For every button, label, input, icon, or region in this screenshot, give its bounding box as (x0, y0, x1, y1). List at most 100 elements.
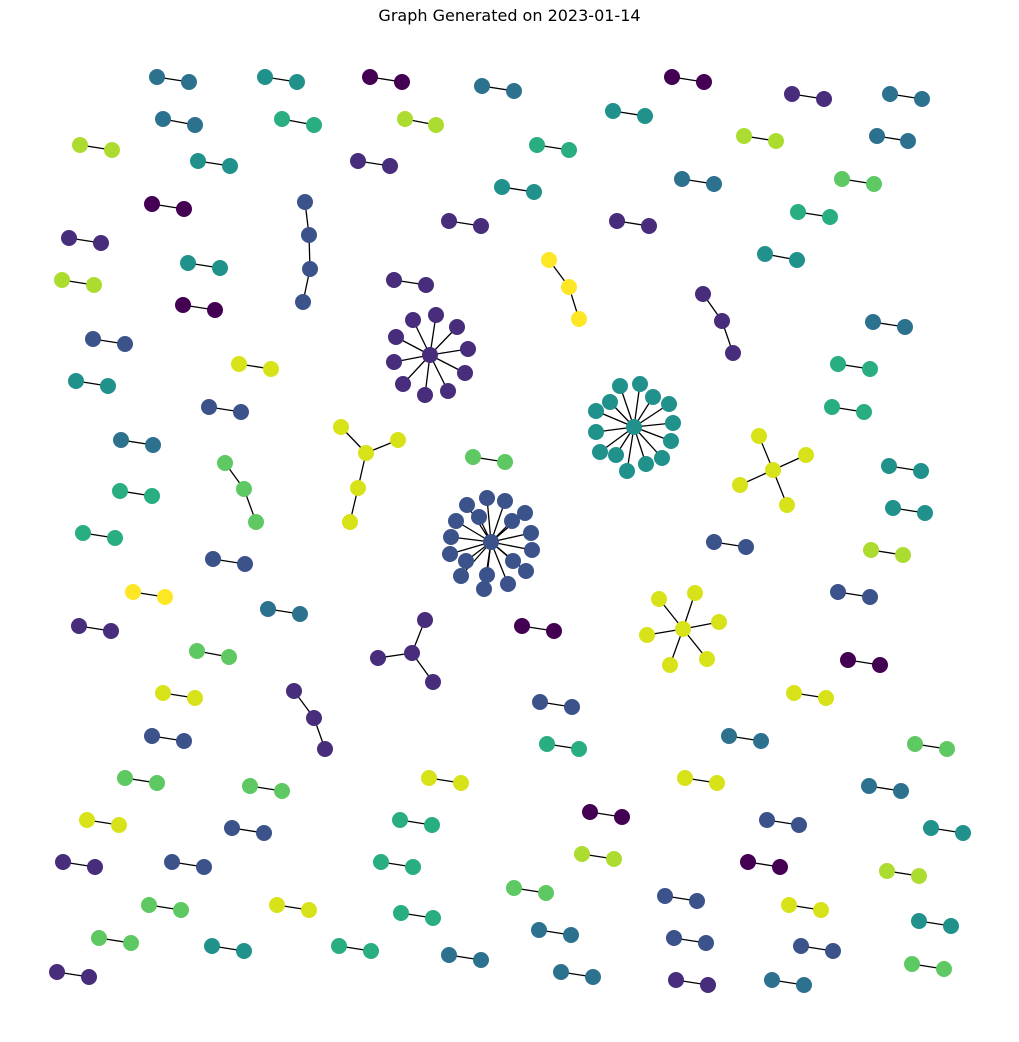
pair-node (943, 918, 959, 934)
star-leaf-node (661, 396, 677, 412)
pair-node (538, 885, 554, 901)
pair-node (187, 117, 203, 133)
pair-node (614, 809, 630, 825)
pair-node (207, 302, 223, 318)
pair-node (904, 956, 920, 972)
path-node (541, 252, 557, 268)
path-node (561, 279, 577, 295)
pair-node (529, 137, 545, 153)
pair-node (418, 277, 434, 293)
star-leaf-node (592, 444, 608, 460)
path-node (301, 227, 317, 243)
pair-node (263, 361, 279, 377)
pair-node (571, 741, 587, 757)
path-node (217, 455, 233, 471)
pair-node (955, 825, 971, 841)
pair-node (574, 846, 590, 862)
pair-node (790, 204, 806, 220)
star-leaf-node (517, 505, 533, 521)
pair-node (866, 176, 882, 192)
star-leaf-node (504, 513, 520, 529)
pair-node (221, 649, 237, 665)
pair-node (696, 74, 712, 90)
path-node (295, 294, 311, 310)
pair-node (657, 888, 673, 904)
star-leaf-node (602, 394, 618, 410)
pair-node (641, 218, 657, 234)
pair-node (256, 825, 272, 841)
path-node (695, 286, 711, 302)
pair-node (914, 91, 930, 107)
star-leaf-node (732, 477, 748, 493)
pair-node (473, 218, 489, 234)
star-leaf-node (453, 568, 469, 584)
star-leaf-node (476, 581, 492, 597)
path-node (725, 345, 741, 361)
star-leaf-node (471, 509, 487, 525)
pair-node (87, 859, 103, 875)
pair-node (793, 938, 809, 954)
pair-node (721, 728, 737, 744)
pair-node (473, 952, 489, 968)
pair-node (674, 171, 690, 187)
pair-node (242, 778, 258, 794)
pair-node (394, 74, 410, 90)
pair-node (911, 913, 927, 929)
path-node (317, 741, 333, 757)
star-leaf-node (645, 389, 661, 405)
star-leaf-node (388, 329, 404, 345)
pair-node (236, 943, 252, 959)
star-leaf-node (654, 450, 670, 466)
pair-node (885, 500, 901, 516)
pair-node (862, 589, 878, 605)
star-leaf-node (798, 447, 814, 463)
pair-node (144, 488, 160, 504)
star-leaf-node (395, 376, 411, 392)
pair-node (830, 356, 846, 372)
pair-node (764, 972, 780, 988)
pair-node (609, 213, 625, 229)
pair-node (204, 938, 220, 954)
pair-node (791, 817, 807, 833)
pair-node (816, 91, 832, 107)
star-leaf-node (479, 490, 495, 506)
pair-node (664, 69, 680, 85)
star-leaf-node (460, 341, 476, 357)
pair-node (441, 947, 457, 963)
pair-node (79, 812, 95, 828)
pair-node (181, 74, 197, 90)
pair-node (563, 927, 579, 943)
pair-node (274, 111, 290, 127)
star-leaf-node (632, 376, 648, 392)
pair-node (103, 623, 119, 639)
pair-node (907, 736, 923, 752)
star-leaf-node (428, 307, 444, 323)
pair-node (668, 972, 684, 988)
pair-node (91, 930, 107, 946)
tree-node (342, 514, 358, 530)
pair-node (382, 158, 398, 174)
star-leaf-node (779, 497, 795, 513)
pair-node (111, 817, 127, 833)
pair-node (834, 171, 850, 187)
pair-node (144, 196, 160, 212)
pair-node (157, 589, 173, 605)
pair-node (923, 820, 939, 836)
star-leaf-node (751, 428, 767, 444)
pair-node (531, 922, 547, 938)
pair-node (913, 463, 929, 479)
pair-node (939, 741, 955, 757)
star-leaf-node (497, 493, 513, 509)
pair-node (856, 404, 872, 420)
pair-node (222, 158, 238, 174)
pair-node (393, 905, 409, 921)
pair-node (392, 812, 408, 828)
pair-node (72, 137, 88, 153)
star-leaf-node (350, 480, 366, 496)
star-leaf-node (523, 525, 539, 541)
pair-node (862, 361, 878, 377)
pair-node (781, 897, 797, 913)
pair-node (350, 153, 366, 169)
pair-node (700, 977, 716, 993)
